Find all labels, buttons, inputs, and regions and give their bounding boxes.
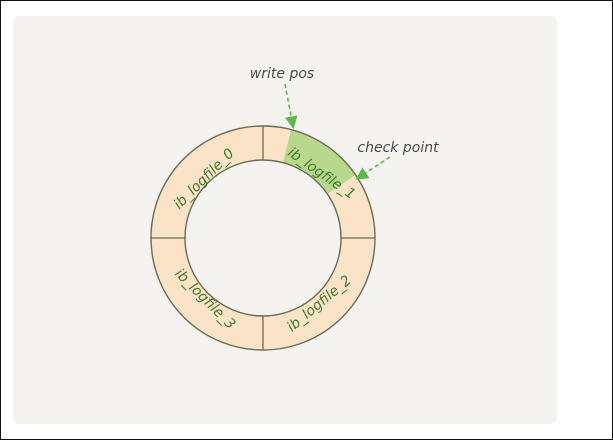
check-point-label: check point xyxy=(357,140,439,156)
write-pos-label: write pos xyxy=(250,66,314,82)
write-pos-arrow xyxy=(284,83,298,130)
check-point-arrow xyxy=(355,156,391,180)
segment-highlight-logfile-1 xyxy=(283,129,356,194)
